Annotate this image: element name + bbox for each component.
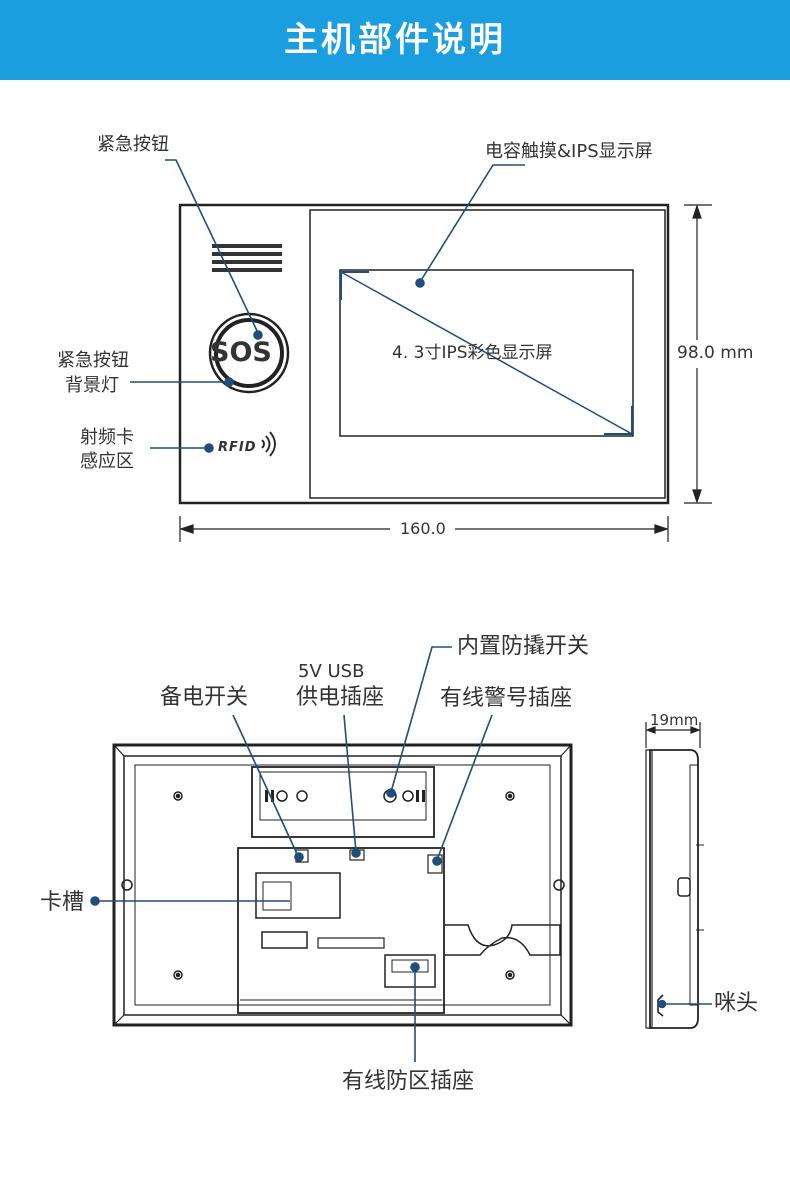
bracket-slots <box>265 790 425 802</box>
height-dimension <box>684 204 712 504</box>
diagram-canvas <box>90 159 712 1062</box>
height-dim-label: 98.0 mm <box>677 341 754 365</box>
label-emergency-button: 紧急按钮 <box>97 134 169 155</box>
sos-text: SOS <box>210 337 272 368</box>
back-leaders <box>90 646 493 1062</box>
width-dim-label: 160.0 <box>400 519 446 538</box>
label-tamper-switch: 内置防撬开关 <box>457 634 590 659</box>
label-backup-switch: 备电开关 <box>160 685 249 710</box>
label-rfid-1: 射频卡 <box>80 427 134 448</box>
front-device <box>178 203 670 505</box>
label-usb-2: 供电插座 <box>296 685 385 710</box>
label-backlight-2: 背景灯 <box>65 375 119 396</box>
width-dimension <box>179 516 669 542</box>
side-device <box>645 749 704 1029</box>
side-depth-label: 19mm <box>650 711 699 729</box>
label-touch-screen: 电容触摸&IPS显示屏 <box>485 141 653 162</box>
front-leaders <box>130 159 525 453</box>
side-depth-dimension <box>645 722 701 748</box>
rfid-text: RFID <box>218 440 257 455</box>
header-banner <box>0 0 790 80</box>
screen-diagonal <box>340 271 633 435</box>
screw-holes <box>121 789 565 980</box>
label-siren-socket: 有线警号插座 <box>440 686 573 711</box>
sos-button <box>208 312 290 394</box>
label-mic: 咪头 <box>714 991 759 1016</box>
label-rfid-2: 感应区 <box>80 451 134 472</box>
label-sim-slot: 卡槽 <box>40 890 85 915</box>
speaker-grille <box>212 244 282 272</box>
page-title: 主机部件说明 <box>284 20 506 60</box>
back-device <box>112 743 573 1027</box>
label-backlight-1: 紧急按钮 <box>57 350 129 371</box>
rfid-wave-icon <box>261 431 276 457</box>
screen-text: 4. 3寸IPS彩色显示屏 <box>392 343 553 363</box>
label-zone-socket: 有线防区插座 <box>342 1069 475 1094</box>
label-usb-1: 5V USB <box>298 661 365 682</box>
mic-leader <box>657 994 712 1017</box>
